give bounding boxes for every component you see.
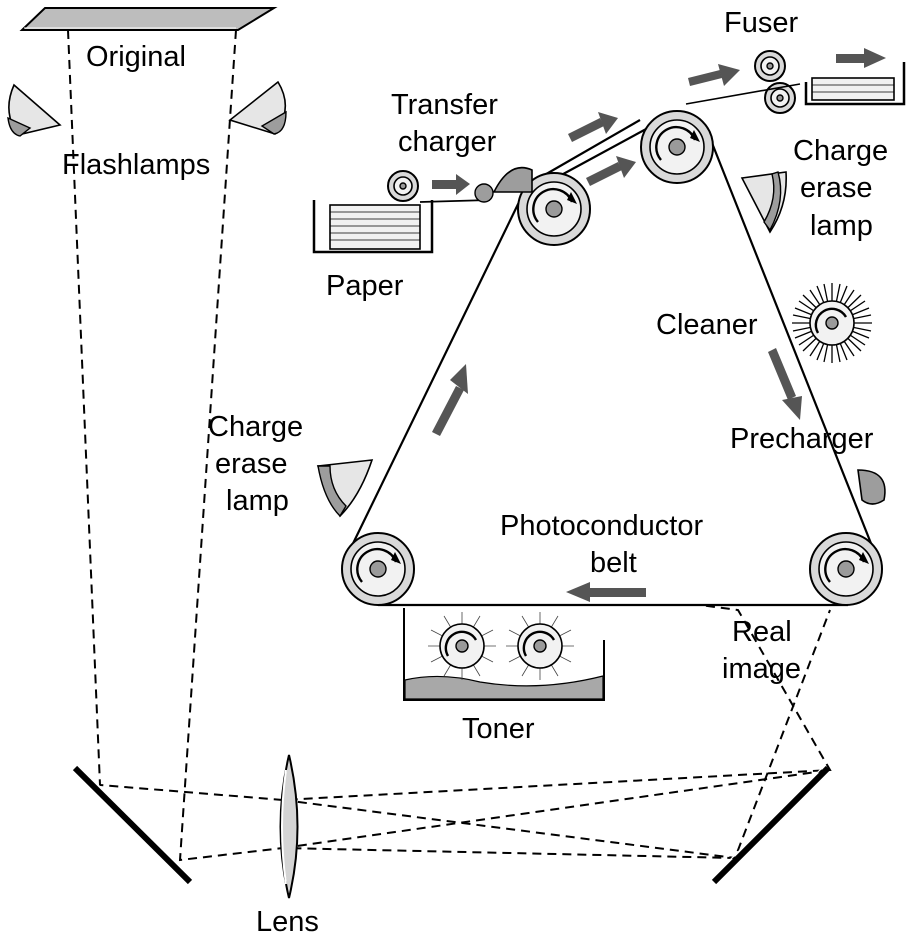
label-charge-erase-lamp-left-1: Charge	[208, 411, 303, 443]
fuser	[685, 50, 801, 114]
label-charge-erase-lamp-left-3: lamp	[226, 485, 289, 517]
flow-arrows	[432, 48, 886, 602]
charge-erase-lamp-right	[740, 171, 787, 234]
paper-tray	[312, 200, 434, 254]
original-document	[19, 7, 278, 31]
label-transfer-charger-1: Transfer	[391, 89, 498, 121]
transfer-charger	[474, 166, 533, 203]
label-paper: Paper	[326, 270, 404, 302]
roller-bottom-right	[809, 532, 883, 606]
developer-roller-right	[517, 623, 563, 669]
arrow-paper-in	[432, 174, 470, 195]
label-real-image-1: Real	[732, 616, 792, 648]
label-original: Original	[86, 41, 186, 73]
arrow-transfer-1	[568, 112, 618, 142]
label-photoconductor-belt-1: Photoconductor	[500, 510, 703, 542]
flashlamp-left	[7, 83, 62, 137]
arrow-output	[836, 48, 886, 68]
label-charge-erase-lamp-right-2: erase	[800, 172, 873, 204]
label-charge-erase-lamp-right-1: Charge	[793, 135, 888, 167]
label-charge-erase-lamp-right-3: lamp	[810, 210, 873, 242]
label-charge-erase-lamp-left-2: erase	[215, 448, 288, 480]
roller-top	[640, 110, 714, 184]
label-flashlamps: Flashlamps	[62, 149, 210, 181]
output-tray	[804, 62, 906, 106]
left-mirror	[72, 764, 194, 885]
label-fuser: Fuser	[724, 7, 798, 39]
labels: Original Flashlamps Transfer charger Pap…	[62, 7, 888, 938]
toner-developer	[403, 608, 605, 701]
label-real-image-2: image	[722, 653, 801, 685]
right-mirror	[710, 764, 831, 885]
arrow-transfer-2	[586, 156, 636, 186]
charge-erase-lamp-left	[316, 459, 374, 518]
arrow-belt-down-right	[768, 348, 802, 420]
label-cleaner: Cleaner	[656, 309, 758, 341]
arrow-belt-bottom	[566, 582, 646, 602]
precharger	[857, 469, 886, 505]
cleaner-brush	[792, 283, 872, 363]
label-lens: Lens	[256, 906, 319, 938]
arrow-belt-up-left	[432, 364, 468, 436]
developer-roller-left	[439, 623, 485, 669]
lens	[279, 754, 299, 899]
roller-bottom-left	[341, 532, 415, 606]
arrow-fuser-in	[688, 64, 740, 86]
label-toner: Toner	[462, 713, 535, 745]
label-photoconductor-belt-2: belt	[590, 547, 637, 579]
paper-feed-roller	[387, 170, 419, 202]
label-precharger: Precharger	[730, 423, 874, 455]
label-transfer-charger-2: charger	[398, 126, 497, 158]
flashlamp-right	[228, 80, 287, 135]
roller-upper-left	[517, 172, 591, 246]
